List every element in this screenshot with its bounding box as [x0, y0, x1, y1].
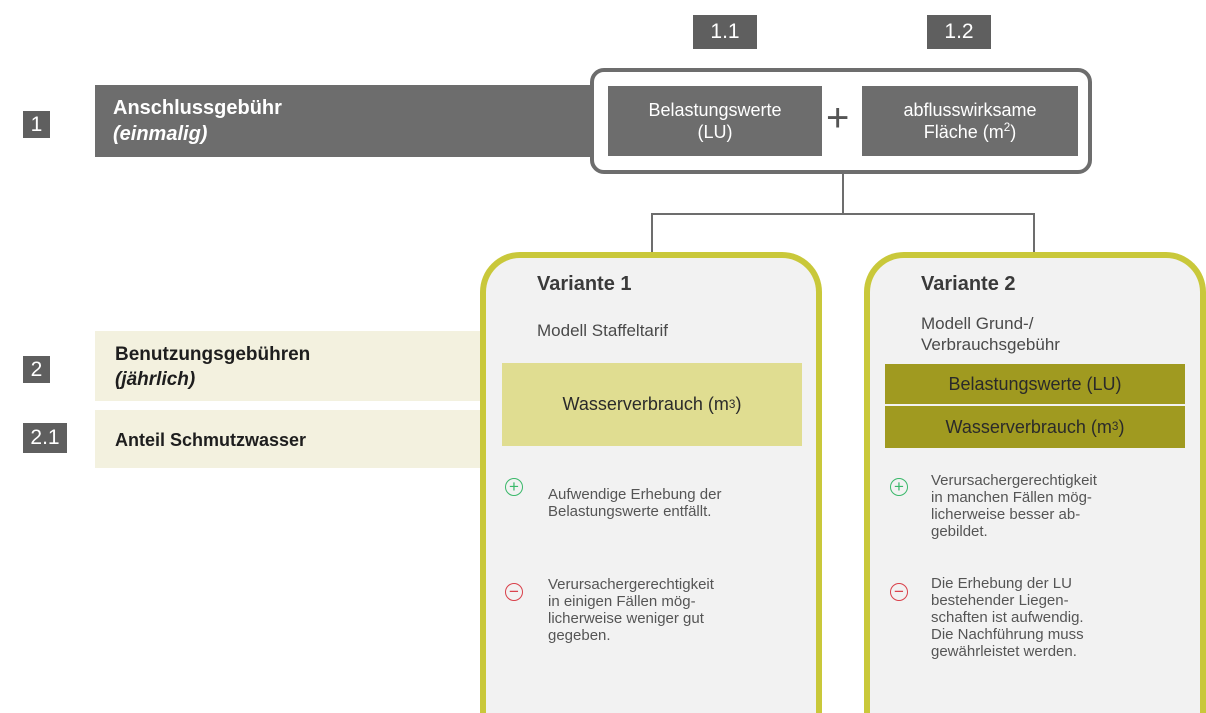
variante-2-contra-text: Die Erhebung der LU bestehender Liegen- …	[931, 575, 1084, 660]
label-2-1: 2.1	[23, 423, 67, 453]
variante-2-contra-line: Die Erhebung der LU	[931, 575, 1072, 592]
variante-2-belastungswerte-box: Belastungswerte (LU)	[885, 364, 1185, 404]
flaeche-sup: 2	[1003, 121, 1011, 134]
variante-1-contra-text: Verursachergerechtigkeit in einigen Fäll…	[548, 576, 714, 644]
flaeche-text: Fläche (m	[923, 122, 1004, 142]
connector-left-drop	[651, 213, 653, 259]
variante-1-contra-line: gegeben.	[548, 627, 611, 644]
belastungswerte-box: Belastungswerte (LU)	[608, 86, 822, 156]
variante-1-contra-line: Verursachergerechtigkeit	[548, 576, 714, 593]
variante-2-wasserverbrauch-end: )	[1118, 416, 1125, 437]
anschlussgebuehr-subtitle: (einmalig)	[113, 123, 208, 145]
variante-1-pro-line: Belastungswerte entfällt.	[548, 503, 712, 520]
contra-icon: −	[890, 583, 908, 601]
pro-icon: +	[505, 478, 523, 496]
variante-1-pro-text: Aufwendige Erhebung der Belastungswerte …	[548, 486, 721, 520]
variante-2-pro-line: gebildet.	[931, 523, 988, 540]
variante-2-pro-line: in manchen Fällen mög-	[931, 489, 1092, 506]
variante-2-pro-line: Verursachergerechtigkeit	[931, 472, 1097, 489]
label-1-1: 1.1	[693, 15, 757, 49]
variante-1-wasserverbrauch-end: )	[735, 394, 742, 414]
belastungswerte-line1: Belastungswerte	[648, 100, 782, 120]
anschlussgebuehr-title: Anschlussgebühr	[113, 97, 282, 119]
flaeche-box: abflusswirksame Fläche (m2)	[862, 86, 1078, 156]
benutzungsgebuehren-band: Benutzungsgebühren (jährlich)	[95, 331, 490, 401]
anschlussgebuehr-band: Anschlussgebühr (einmalig)	[95, 85, 595, 157]
flaeche-end: )	[1010, 122, 1017, 142]
variante-2-contra-line: gewährleistet werden.	[931, 643, 1077, 660]
variante-2-contra-line: bestehender Liegen-	[931, 592, 1069, 609]
variante-1-title: Variante 1	[537, 273, 632, 295]
variante-2-contra-line: schaften ist aufwendig.	[931, 609, 1084, 626]
flaeche-line2: Fläche (m2)	[924, 121, 1017, 143]
label-2: 2	[23, 356, 50, 383]
connector-horizontal	[651, 213, 1035, 215]
benutzungsgebuehren-subtitle: (jährlich)	[115, 369, 196, 390]
variante-2-pro-text: Verursachergerechtigkeit in manchen Fäll…	[931, 472, 1097, 540]
plus-sign: +	[826, 96, 850, 140]
variante-2-wasserverbrauch-text: Wasserverbrauch (m	[945, 416, 1112, 437]
anteil-schmutzwasser-label: Anteil Schmutzwasser	[115, 430, 307, 450]
flaeche-line1: abflusswirksame	[903, 100, 1037, 120]
label-1-2: 1.2	[927, 15, 991, 49]
variante-2-title: Variante 2	[921, 273, 1016, 295]
variante-1-contra-line: in einigen Fällen mög-	[548, 593, 696, 610]
variante-2-subtitle-line: Modell Grund-/	[921, 314, 1034, 333]
anteil-schmutzwasser-band: Anteil Schmutzwasser	[95, 410, 490, 468]
benutzungsgebuehren-title: Benutzungsgebühren	[115, 344, 311, 365]
variante-1-wasserverbrauch-text: Wasserverbrauch (m	[562, 394, 729, 414]
connector-right-drop	[1033, 213, 1035, 259]
variante-1-card	[480, 252, 822, 713]
variante-1-contra-line: licherweise weniger gut	[548, 610, 704, 627]
variante-1-subtitle: Modell Staffeltarif	[537, 321, 669, 340]
variante-2-card	[864, 252, 1206, 713]
label-1: 1	[23, 111, 50, 138]
variante-1-pro-line: Aufwendige Erhebung der	[548, 486, 722, 503]
contra-icon: −	[505, 583, 523, 601]
variante-2-subtitle-line: Verbrauchsgebühr	[921, 335, 1060, 354]
variante-2-contra-line: Die Nachführung muss	[931, 626, 1084, 643]
connector-vertical-top	[842, 174, 844, 214]
pro-icon: +	[890, 478, 908, 496]
variante-2-pro-line: licherweise besser ab-	[931, 506, 1081, 523]
variante-2-subtitle: Modell Grund-/ Verbrauchsgebühr	[921, 313, 1060, 355]
belastungswerte-line2: (LU)	[697, 122, 733, 142]
